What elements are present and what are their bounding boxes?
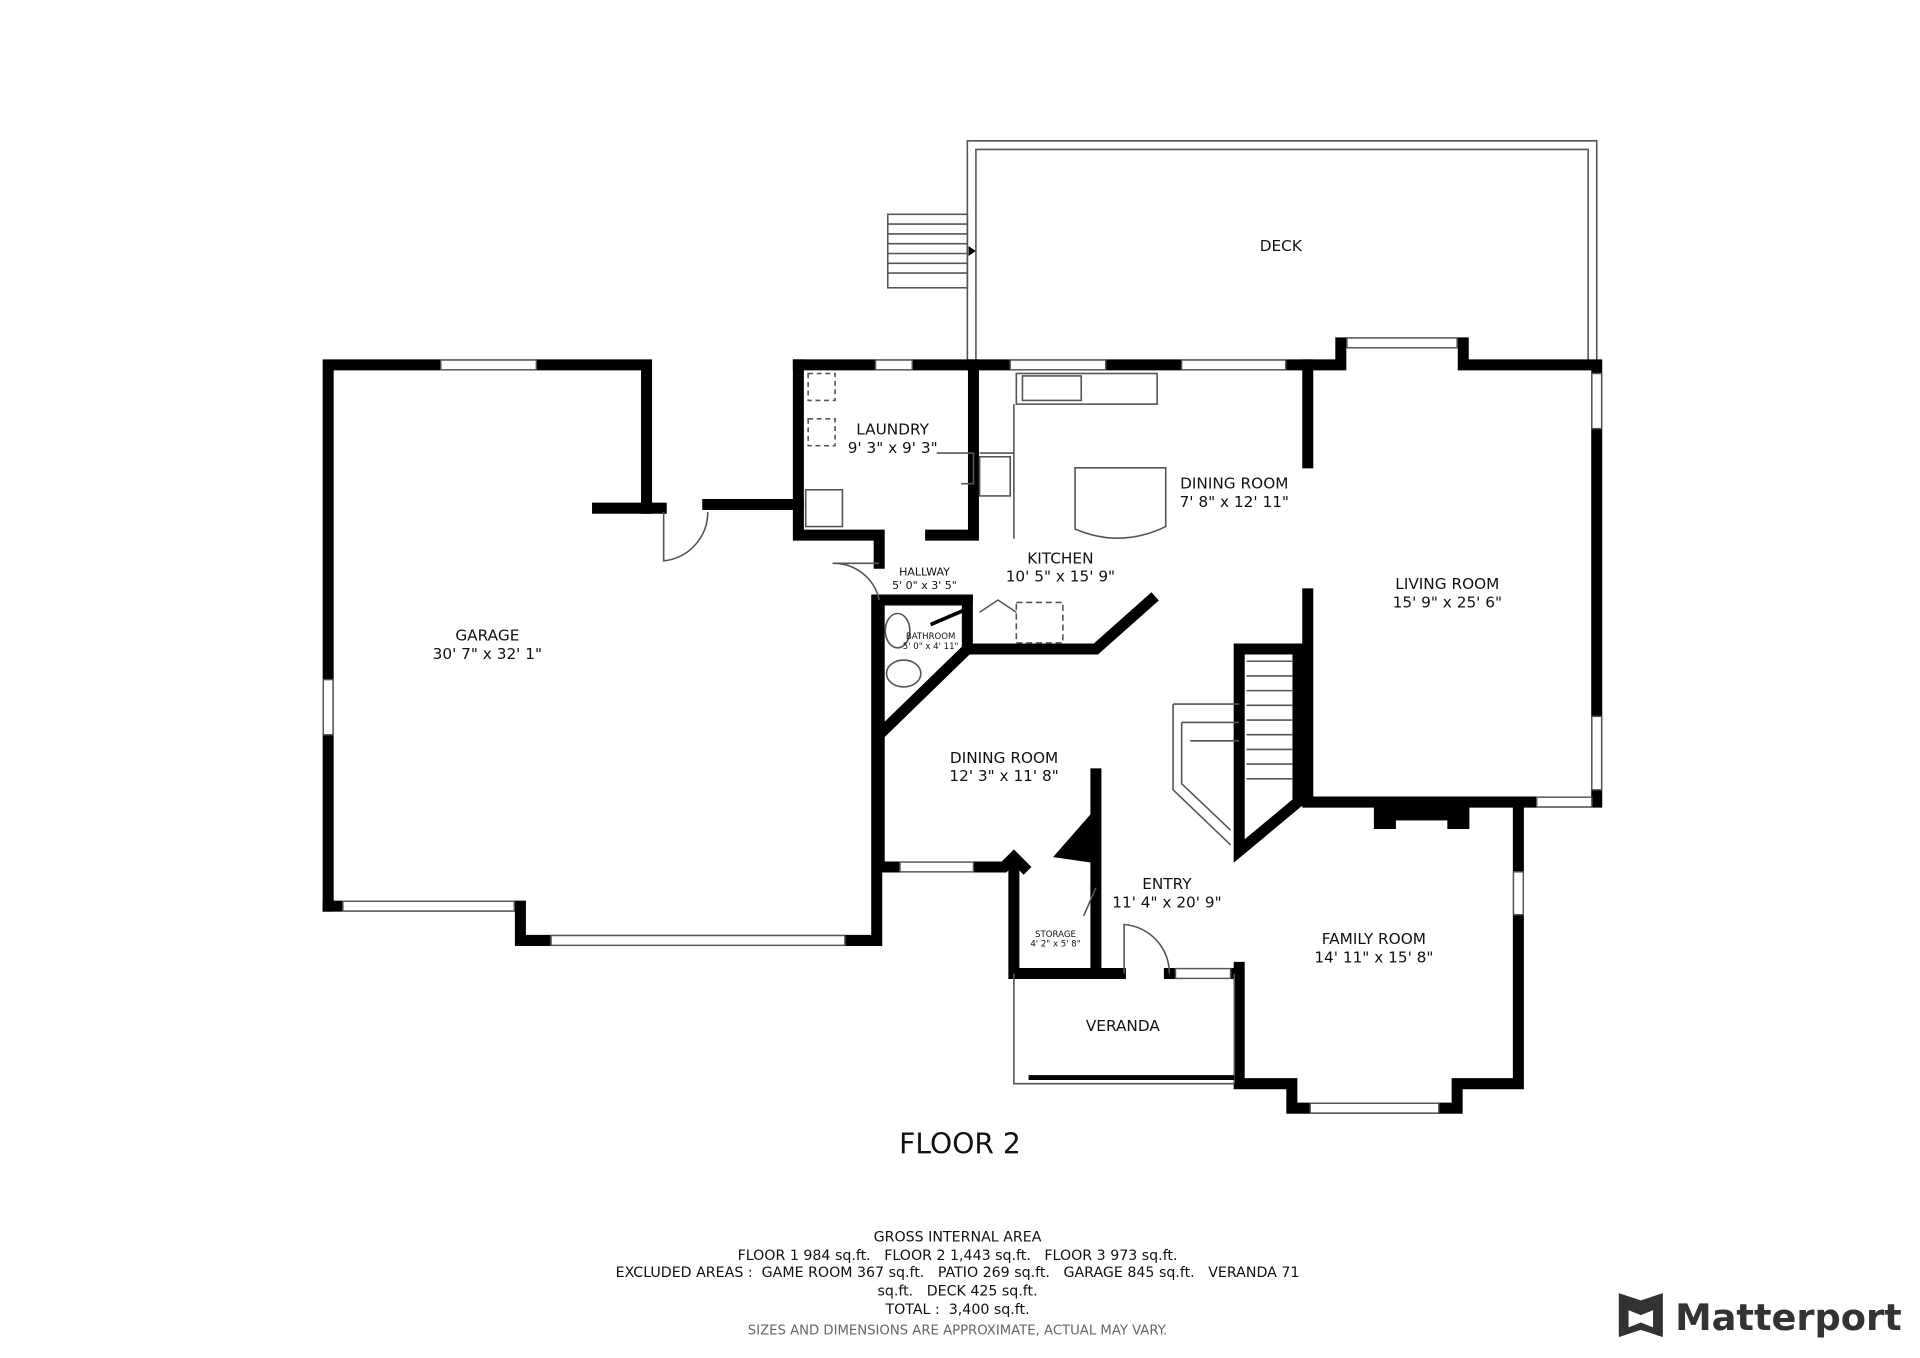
interior-stairs — [1172, 660, 1294, 846]
doors — [662, 511, 1171, 974]
fixtures — [804, 372, 1167, 688]
walls — [322, 337, 1603, 1114]
room-label-kitchen: KITCHEN 10' 5" x 15' 9" — [1006, 549, 1115, 585]
room-name: LIVING ROOM — [1395, 575, 1499, 593]
room-name: DINING ROOM — [950, 749, 1058, 767]
room-name: DINING ROOM — [1180, 475, 1288, 493]
brand-name: Matterport — [1675, 1296, 1902, 1339]
room-name: LAUNDRY — [856, 421, 929, 439]
room-dims: 5' 0" x 3' 5" — [892, 579, 957, 592]
room-label-dining-upper: DINING ROOM 7' 8" x 12' 11" — [1180, 475, 1289, 511]
room-name: STORAGE — [1035, 930, 1076, 940]
room-dims: 4' 2" x 5' 8" — [1030, 940, 1080, 950]
room-dims: 5' 0" x 4' 11" — [903, 642, 959, 652]
room-dims: 12' 3" x 11' 8" — [949, 767, 1058, 785]
veranda-outline — [1013, 973, 1236, 1085]
room-name: DECK — [1260, 237, 1303, 255]
room-label-veranda: VERANDA — [1086, 1017, 1161, 1035]
room-name: ENTRY — [1142, 875, 1192, 893]
floor-label: FLOOR 2 — [899, 1127, 1021, 1160]
room-dims: 10' 5" x 15' 9" — [1006, 568, 1115, 586]
room-dims: 7' 8" x 12' 11" — [1180, 493, 1289, 511]
room-name: GARAGE — [455, 626, 519, 644]
area-floors: FLOOR 1 984 sq.ft. FLOOR 2 1,443 sq.ft. … — [738, 1248, 1178, 1264]
deck-stairs — [886, 213, 976, 289]
matterport-logo-icon — [1618, 1293, 1663, 1338]
area-excluded: EXCLUDED AREAS : GAME ROOM 367 sq.ft. PA… — [616, 1265, 1300, 1281]
room-name: HALLWAY — [899, 566, 950, 579]
room-label-hallway: HALLWAY 5' 0" x 3' 5" — [892, 566, 957, 592]
area-total: TOTAL : 3,400 sq.ft. — [884, 1302, 1029, 1318]
room-label-family: FAMILY ROOM 14' 11" x 15' 8" — [1314, 930, 1433, 966]
room-dims: 15' 9" x 25' 6" — [1393, 593, 1502, 611]
room-dims: 9' 3" x 9' 3" — [848, 439, 938, 457]
windows — [322, 337, 1603, 1114]
area-excluded-cont: sq.ft. DECK 425 sq.ft. — [877, 1284, 1037, 1300]
room-name: FAMILY ROOM — [1322, 930, 1426, 948]
room-label-entry: ENTRY 11' 4" x 20' 9" — [1112, 875, 1221, 911]
area-summary: GROSS INTERNAL AREA FLOOR 1 984 sq.ft. F… — [616, 1230, 1300, 1339]
area-heading: GROSS INTERNAL AREA — [874, 1230, 1042, 1246]
room-label-living: LIVING ROOM 15' 9" x 25' 6" — [1393, 575, 1502, 611]
room-dims: 14' 11" x 15' 8" — [1314, 948, 1433, 966]
matterport-logo: Matterport — [1618, 1293, 1902, 1339]
room-label-storage: STORAGE 4' 2" x 5' 8" — [1030, 930, 1080, 950]
disclaimer: SIZES AND DIMENSIONS ARE APPROXIMATE, AC… — [748, 1324, 1168, 1339]
room-label-bathroom: BATHROOM 5' 0" x 4' 11" — [903, 632, 959, 652]
room-name: KITCHEN — [1027, 549, 1093, 567]
room-label-dining-lower: DINING ROOM 12' 3" x 11' 8" — [949, 749, 1058, 785]
room-dims: 11' 4" x 20' 9" — [1112, 893, 1221, 911]
room-label-laundry: LAUNDRY 9' 3" x 9' 3" — [848, 421, 938, 457]
room-dims: 30' 7" x 32' 1" — [433, 645, 542, 663]
room-label-garage: GARAGE 30' 7" x 32' 1" — [433, 626, 542, 662]
room-name: BATHROOM — [906, 632, 956, 642]
room-label-deck: DECK — [1260, 237, 1303, 255]
room-name: VERANDA — [1086, 1017, 1161, 1035]
